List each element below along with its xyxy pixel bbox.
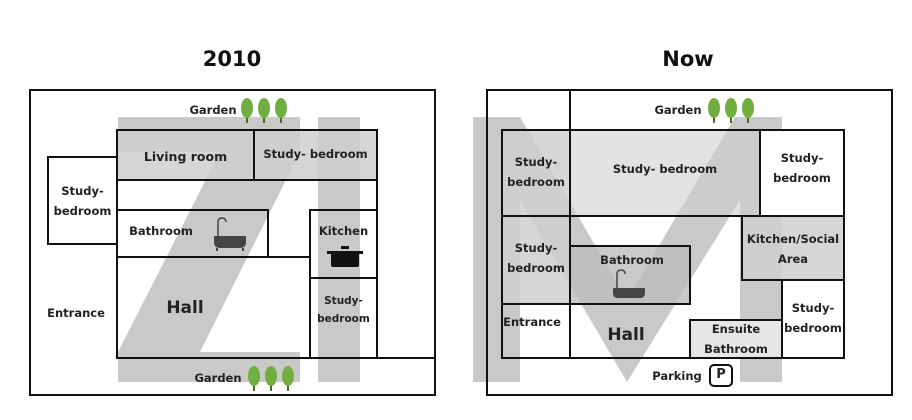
label-bathroom-now: Bathroom (600, 253, 664, 267)
label-kitchen-2010: Kitchen (318, 224, 369, 238)
ensuite-bathroom-now (689, 319, 783, 359)
study-bedroom-right-bottom-now (781, 279, 845, 359)
label-living-room-2010: Living room (143, 149, 228, 164)
tree-icon (241, 98, 287, 123)
label-hall-now: Hall (607, 325, 645, 345)
plan-title-now: Now (662, 47, 714, 71)
tree-icon (248, 366, 294, 391)
label-study-bedroom-left-mid-now: Study- bedroom (507, 241, 565, 276)
bathtub-icon (214, 217, 246, 251)
label-garden-top-2010: Garden (189, 103, 237, 117)
label-bathroom-2010: Bathroom (129, 224, 193, 238)
cooking-pot-icon (327, 246, 363, 267)
label-parking-now: Parking (652, 369, 702, 383)
outer-boundary-2010 (29, 89, 436, 396)
label-study-bedroom-right-bottom-now: Study- bedroom (784, 301, 842, 336)
outer-boundary-now (486, 89, 893, 396)
tree-icon (708, 98, 754, 123)
study-bedroom-left-mid-now (501, 215, 571, 305)
label-kitchen-social-now: Kitchen/Social Area (746, 232, 840, 267)
plan-title-2010: 2010 (202, 47, 262, 71)
parking-sign-icon (709, 364, 733, 387)
study-bedroom-right-top-now (759, 129, 845, 217)
plan-now (486, 89, 893, 396)
bathtub-icon (613, 269, 645, 298)
label-entrance-now: Entrance (503, 315, 561, 329)
study-bedroom-center-now (569, 129, 761, 217)
label-garden-top-now: Garden (654, 103, 702, 117)
label-study-bedroom-top-2010: Study- bedroom (263, 147, 368, 161)
label-garden-bottom-2010: Garden (194, 371, 242, 385)
label-hall-2010: Hall (166, 298, 204, 318)
label-entrance-2010: Entrance (47, 306, 105, 320)
label-study-bedroom-left-top-now: Study- bedroom (507, 155, 565, 190)
label-ensuite-bathroom-now: Ensuite Bathroom (704, 322, 768, 357)
label-study-bedroom-center-now: Study- bedroom (612, 162, 718, 176)
label-study-bedroom-left-2010: Study- bedroom (53, 184, 112, 219)
study-bedroom-right-2010 (309, 277, 378, 359)
label-study-bedroom-right-top-now: Study- bedroom (773, 151, 831, 186)
study-bedroom-left-2010 (47, 156, 118, 245)
kitchen-social-now (741, 215, 845, 281)
label-study-bedroom-right-2010: Study- bedroom (317, 295, 370, 326)
plan-2010 (29, 89, 436, 396)
parking-sign-letter: P (716, 367, 726, 382)
